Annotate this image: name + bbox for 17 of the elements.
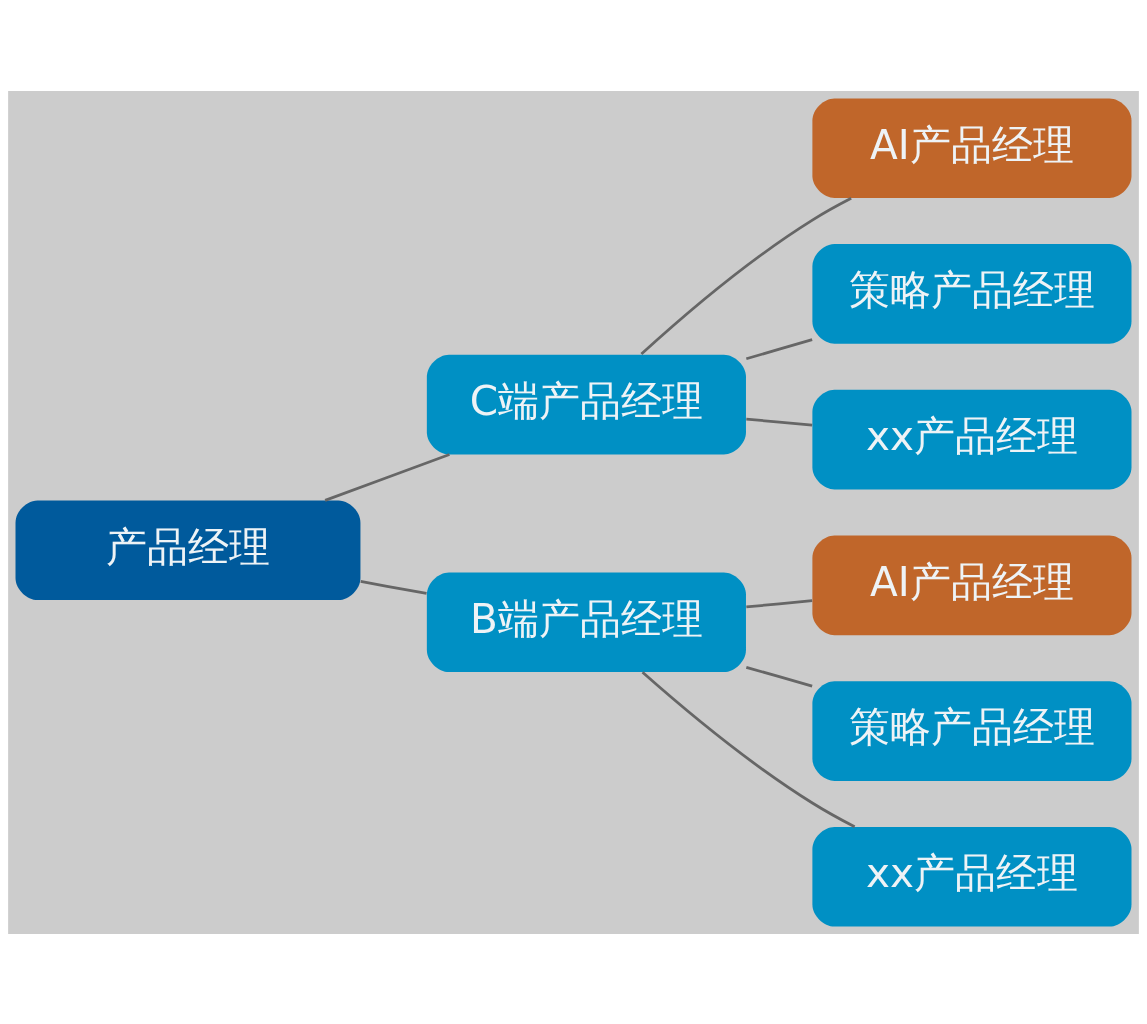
connector (641, 670, 856, 828)
node-box: AI产品经理 (812, 535, 1132, 635)
node-box: xx产品经理 (812, 826, 1132, 927)
connector (746, 598, 813, 608)
connector (640, 196, 852, 355)
connector (360, 579, 427, 595)
node-box: C端产品经理 (426, 354, 746, 454)
connector (745, 665, 813, 687)
connector (746, 417, 813, 426)
node-box: AI产品经理 (812, 97, 1132, 198)
connector (745, 337, 813, 360)
node-box: 策略产品经理 (812, 680, 1132, 781)
node-box: 产品经理 (15, 500, 361, 600)
node-box: xx产品经理 (812, 389, 1132, 489)
node-box: B端产品经理 (426, 571, 746, 672)
node-box: 策略产品经理 (812, 243, 1132, 344)
connector (324, 452, 450, 502)
